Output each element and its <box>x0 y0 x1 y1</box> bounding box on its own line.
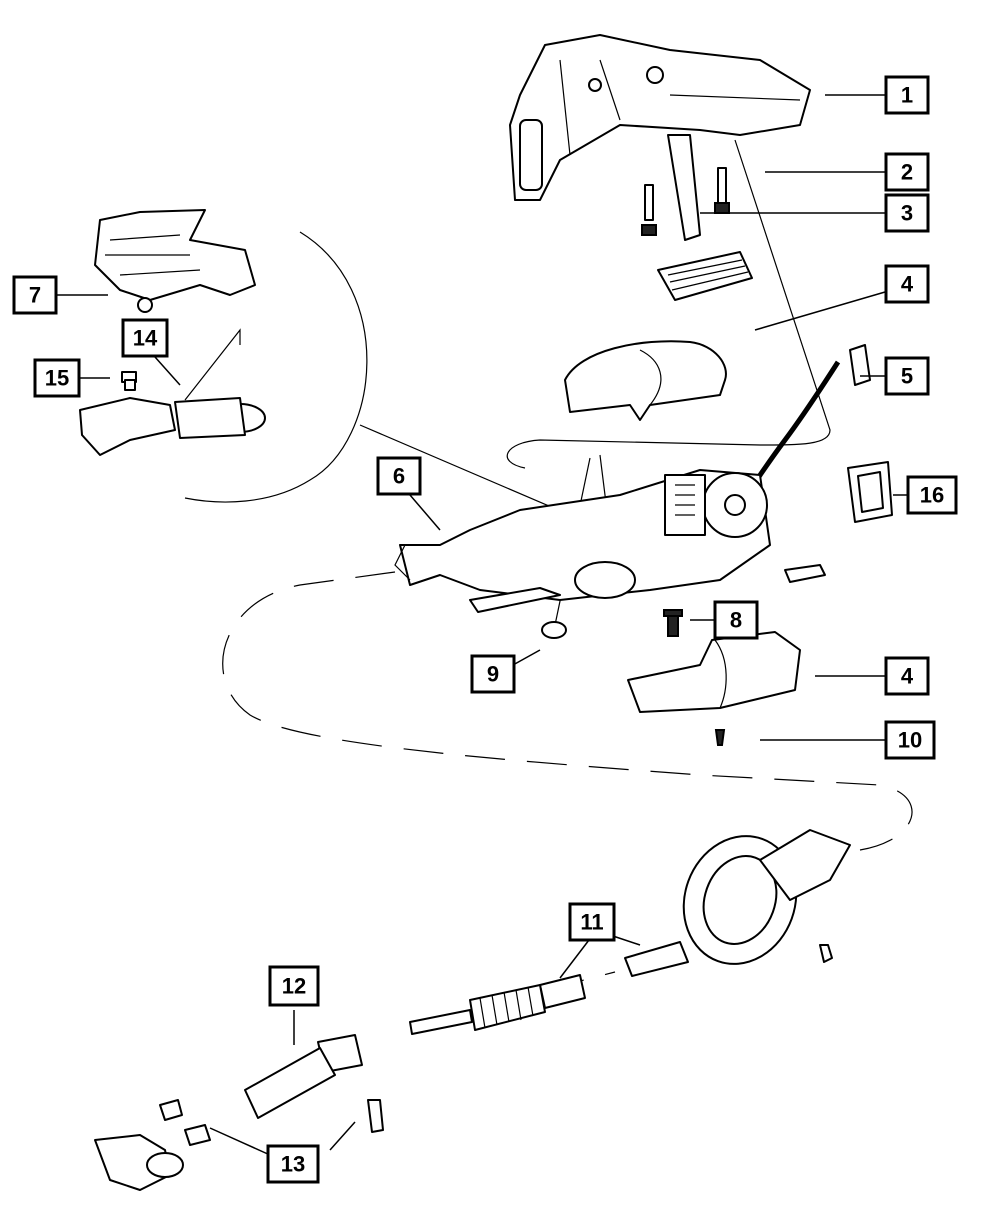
callout-label: 13 <box>281 1152 305 1177</box>
callout-4-lower: 4 <box>884 656 930 696</box>
callout-label: 11 <box>580 910 603 935</box>
dash-seal <box>682 829 851 965</box>
callout-label: 14 <box>133 326 158 351</box>
pedal-support-bracket <box>509 34 811 201</box>
callout-label: 1 <box>901 83 913 108</box>
callout-14: 14 <box>121 318 169 358</box>
callout-label: 4 <box>901 272 914 297</box>
brake-pedal <box>657 134 753 301</box>
callout-label: 5 <box>901 364 913 389</box>
callout-15: 15 <box>33 358 81 398</box>
callout-11: 11 <box>568 902 616 942</box>
callout-10: 10 <box>884 720 936 760</box>
callout-3: 3 <box>884 193 930 233</box>
intermediate-shaft-11 <box>409 941 689 1035</box>
callout-label: 2 <box>901 160 913 185</box>
callout-7: 7 <box>12 275 58 315</box>
lock-mechanism <box>94 209 256 313</box>
callout-label: 7 <box>29 283 41 308</box>
callout-label: 8 <box>730 608 742 633</box>
callout-label: 12 <box>282 974 306 999</box>
callout-9: 9 <box>470 654 516 694</box>
callout-2: 2 <box>884 152 930 192</box>
callout-13: 13 <box>266 1144 320 1184</box>
lower-coupler-13 <box>94 1099 211 1191</box>
clip-nut-9 <box>541 621 567 639</box>
callout-label: 15 <box>45 366 69 391</box>
callout-label: 3 <box>901 201 913 226</box>
shroud-screw-8 <box>663 609 683 637</box>
callout-label: 10 <box>898 728 922 753</box>
shift-interlock <box>79 328 266 456</box>
upper-shroud <box>564 340 727 421</box>
callout-5: 5 <box>884 356 930 396</box>
column-cover <box>847 461 893 523</box>
callout-8: 8 <box>713 600 759 640</box>
callout-6: 6 <box>376 456 422 496</box>
shroud-screw-10 <box>714 729 726 746</box>
callout-16: 16 <box>906 475 958 515</box>
callout-12: 12 <box>268 965 320 1007</box>
callout-label: 6 <box>393 464 405 489</box>
callout-1: 1 <box>884 75 930 115</box>
steering-column <box>394 469 826 613</box>
lower-shroud <box>627 631 801 713</box>
callout-4-upper: 4 <box>884 264 930 304</box>
callout-label: 16 <box>920 483 944 508</box>
callout-label: 4 <box>901 664 914 689</box>
lower-shaft-12 <box>244 1034 384 1133</box>
callout-label: 9 <box>487 662 499 687</box>
interlock-screw-15 <box>121 371 137 391</box>
